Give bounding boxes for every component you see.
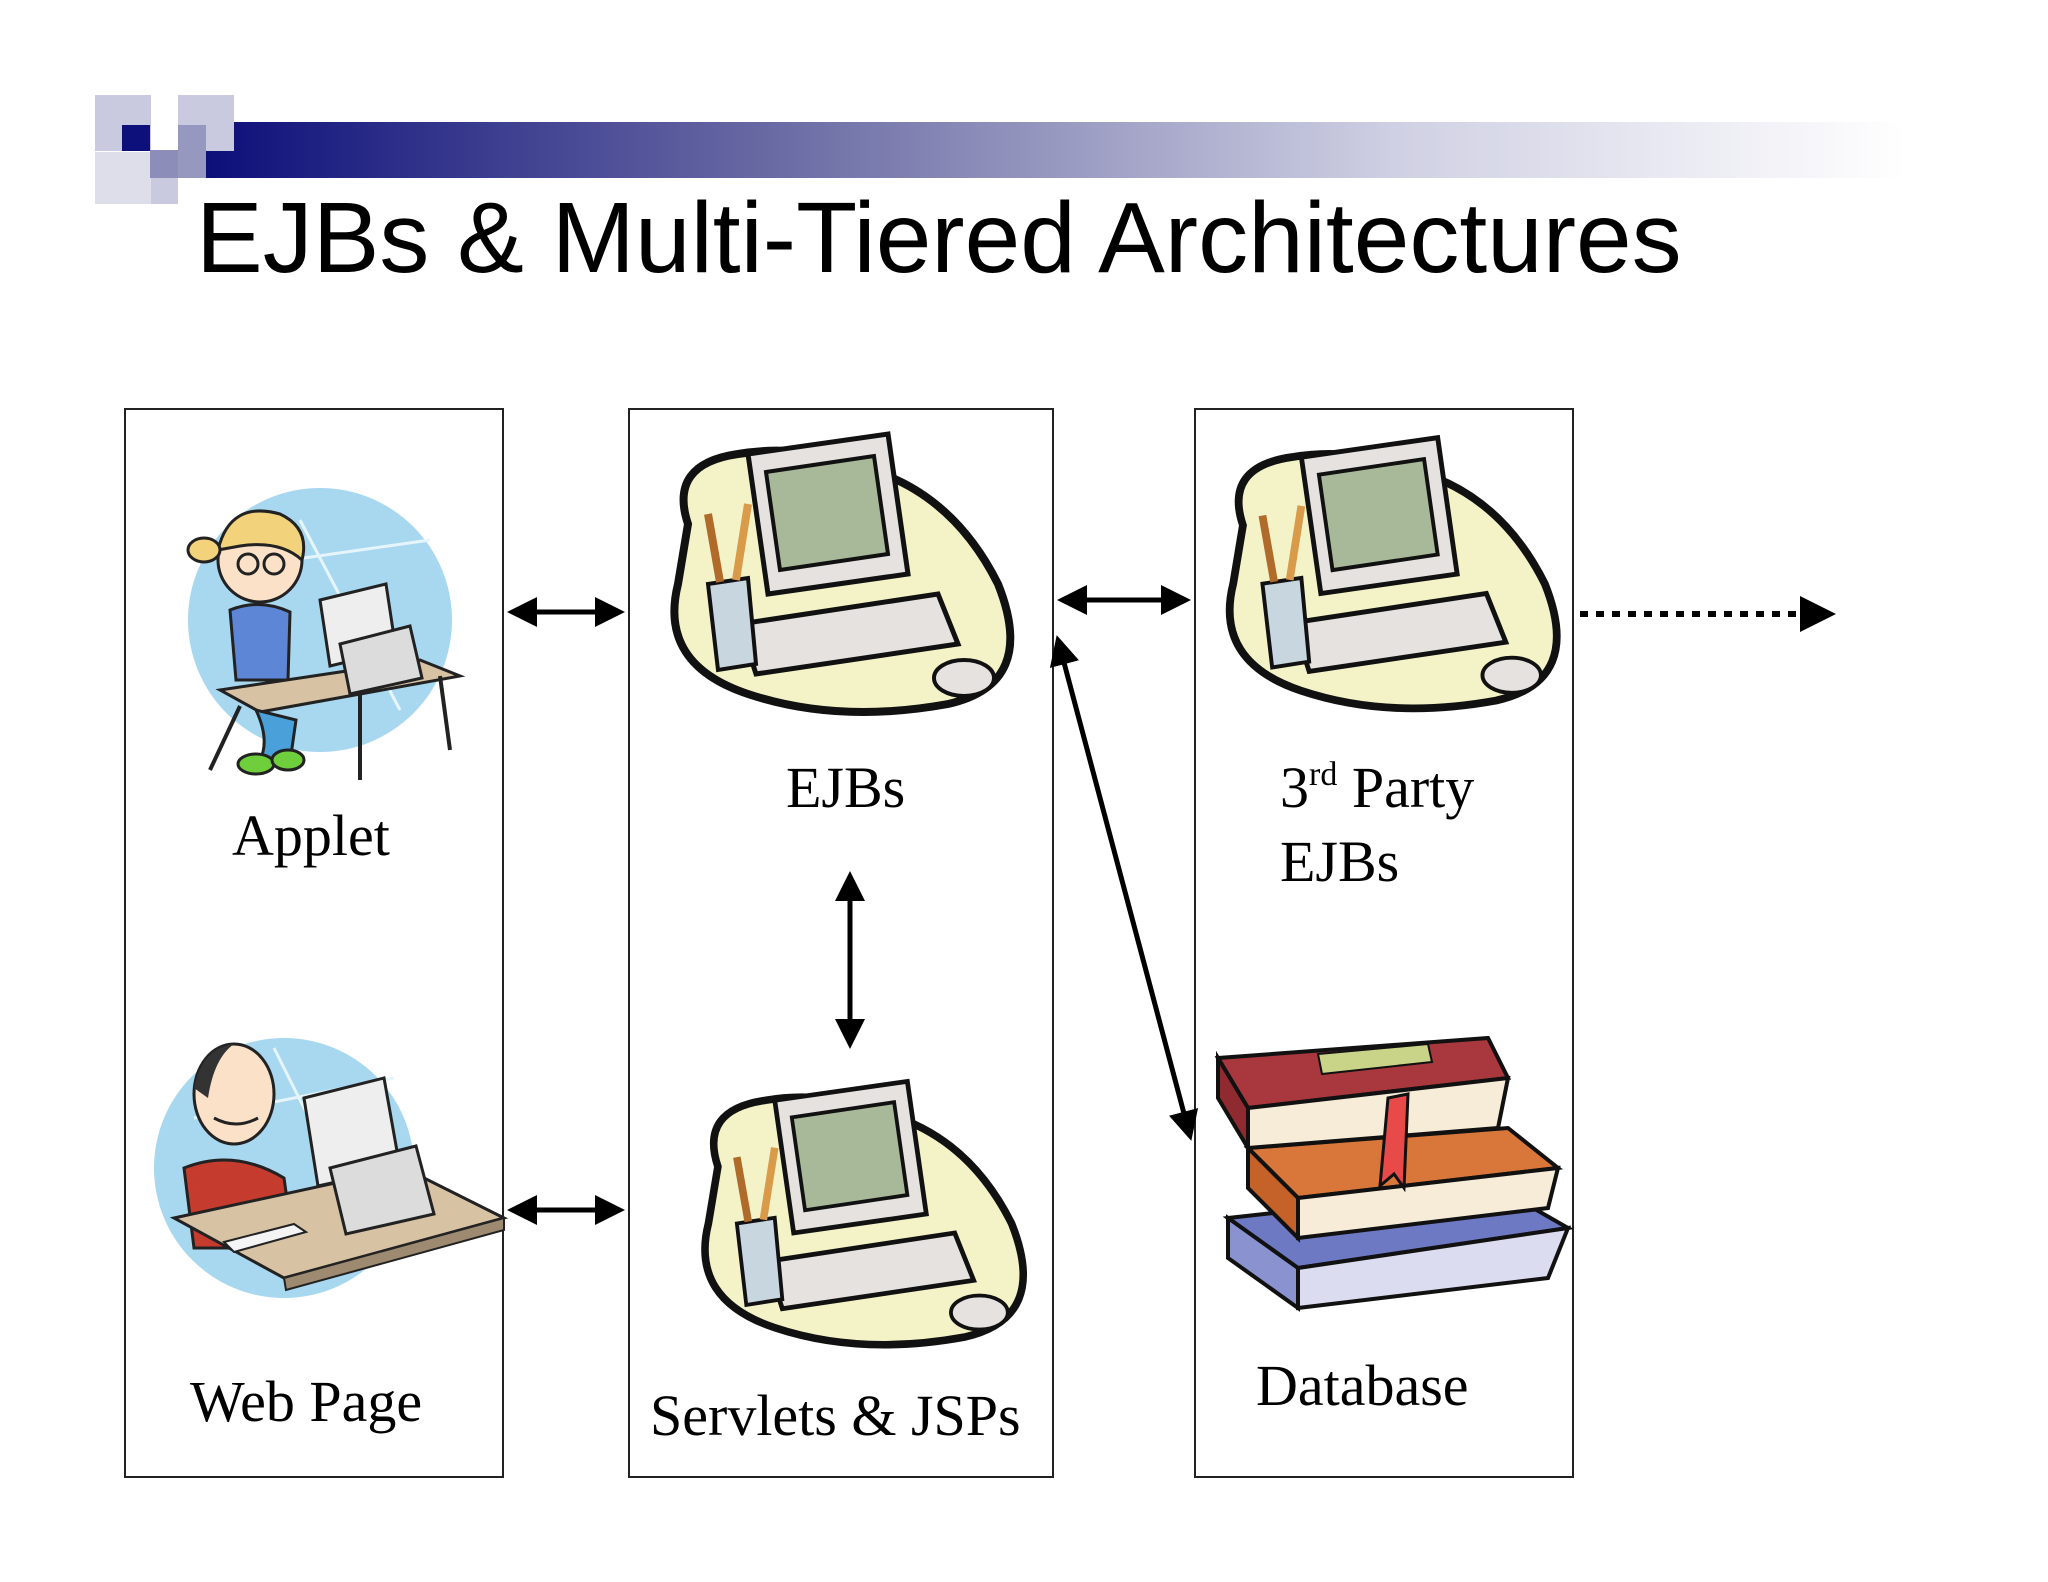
desktop-computer-icon: [1225, 434, 1561, 713]
servlets-jsps-label: Servlets & JSPs: [650, 1383, 1021, 1448]
desktop-computer-icon: [670, 431, 1015, 716]
man-at-computer-icon: [154, 1038, 509, 1298]
desktop-computer-icon: [701, 1078, 1028, 1349]
book-stack-icon: [1214, 1035, 1575, 1312]
third-party-number: 3: [1280, 755, 1309, 820]
girl-at-computer-icon: [186, 488, 466, 780]
applet-label: Applet: [232, 803, 390, 868]
third-party-ejbs-line2: EJBs: [1280, 829, 1400, 894]
ejbs-database-arrow: [1049, 635, 1199, 1141]
third-party-word: Party: [1337, 755, 1475, 820]
client-tier-box: [124, 408, 504, 1478]
title-decoration: [95, 95, 1906, 204]
third-party-ordinal: rd: [1309, 756, 1338, 793]
database-label: Database: [1256, 1353, 1469, 1418]
ejbs-label: EJBs: [786, 755, 906, 820]
web-page-label: Web Page: [190, 1369, 423, 1434]
slide-title: EJBs & Multi-Tiered Architectures: [196, 182, 1682, 294]
third-party-ejbs-label: 3rd Party: [1280, 752, 1474, 825]
